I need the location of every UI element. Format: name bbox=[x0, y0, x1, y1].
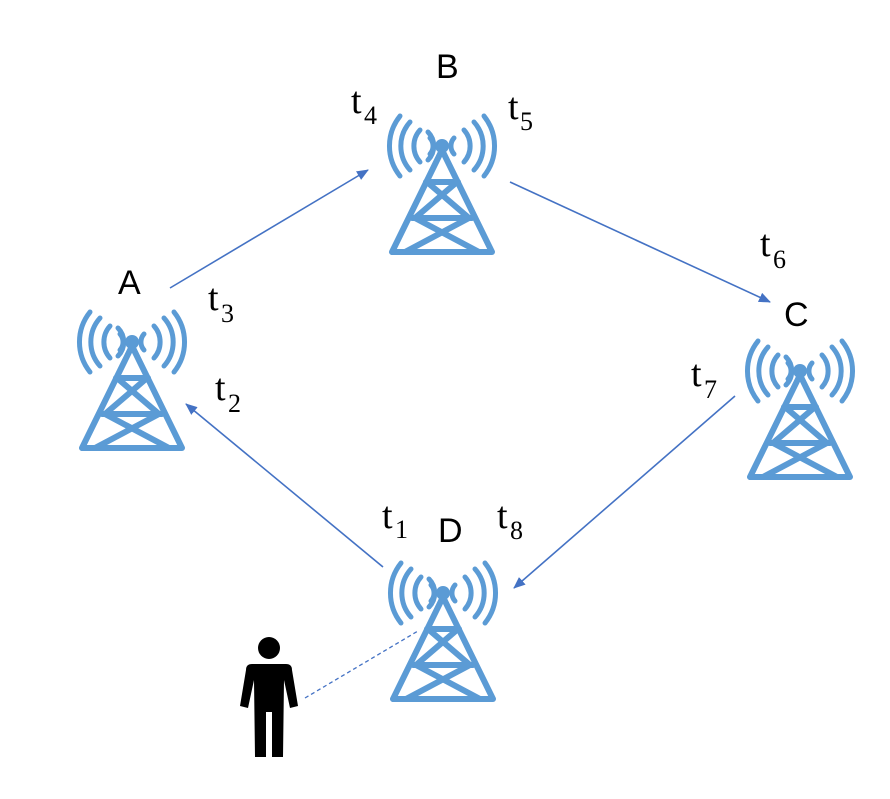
arrow-a-to-b bbox=[169, 169, 369, 289]
time-base: t bbox=[760, 223, 771, 265]
time-label-t6: t 6 bbox=[760, 223, 786, 274]
time-base: t bbox=[351, 80, 362, 122]
time-subscript: 6 bbox=[773, 245, 786, 274]
user-connection-line bbox=[304, 630, 419, 699]
tower-d-icon bbox=[390, 563, 495, 699]
time-subscript: 4 bbox=[364, 101, 377, 130]
arrow-d-to-a bbox=[185, 403, 384, 568]
time-label-t1: t 1 bbox=[382, 495, 408, 544]
node-label-a: A bbox=[118, 264, 141, 302]
time-base: t bbox=[691, 353, 702, 395]
time-subscript: 5 bbox=[520, 107, 533, 136]
time-label-t7: t 7 bbox=[691, 353, 717, 404]
time-subscript: 8 bbox=[510, 516, 523, 545]
time-subscript: 1 bbox=[395, 515, 408, 544]
tower-c-icon bbox=[747, 341, 852, 477]
arrow-b-to-c bbox=[509, 181, 771, 303]
time-label-t5: t 5 bbox=[508, 86, 533, 136]
time-label-t8: t 8 bbox=[497, 495, 523, 545]
time-subscript: 2 bbox=[228, 389, 241, 418]
tower-a-icon bbox=[79, 312, 184, 448]
edge-arrows bbox=[169, 169, 771, 699]
time-base: t bbox=[508, 86, 519, 128]
time-base: t bbox=[208, 277, 219, 319]
time-label-t2: t 2 bbox=[215, 367, 241, 418]
time-subscript: 7 bbox=[704, 375, 717, 404]
person-icon bbox=[240, 637, 298, 757]
time-label-t3: t 3 bbox=[208, 277, 234, 328]
time-base: t bbox=[382, 495, 393, 537]
arrow-c-to-d bbox=[513, 395, 736, 589]
tower-b-icon bbox=[389, 116, 494, 252]
node-label-b: B bbox=[436, 48, 459, 86]
time-label-t4: t 4 bbox=[351, 80, 377, 130]
time-base: t bbox=[215, 367, 226, 409]
node-label-c: C bbox=[784, 296, 809, 334]
time-base: t bbox=[497, 495, 508, 537]
node-label-d: D bbox=[438, 512, 463, 550]
time-subscript: 3 bbox=[221, 299, 234, 328]
